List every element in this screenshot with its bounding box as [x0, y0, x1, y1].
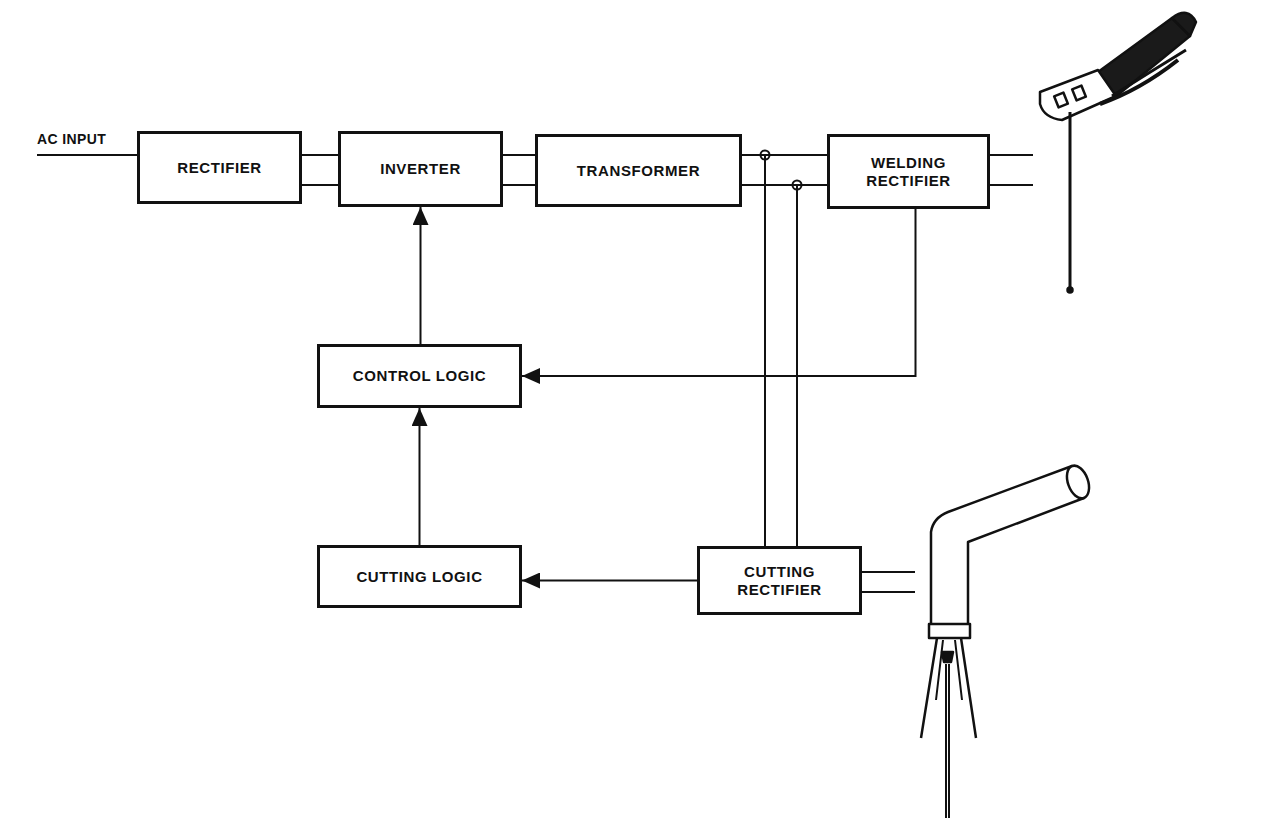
connector	[503, 155, 535, 185]
plasma-torch	[921, 463, 1093, 818]
connector	[742, 155, 797, 546]
output-line	[990, 154, 1033, 156]
box-label: CUTTING RECTIFIER	[725, 563, 835, 598]
connector	[522, 580, 697, 582]
connector	[522, 209, 916, 376]
process-box: RECTIFIER	[137, 131, 302, 204]
process-box: CUTTING RECTIFIER	[697, 546, 862, 615]
process-box: WELDING RECTIFIER	[827, 134, 990, 209]
process-box: CUTTING LOGIC	[317, 545, 522, 608]
box-label: CONTROL LOGIC	[353, 367, 486, 384]
electrode-holder	[1040, 13, 1196, 293]
output-line	[990, 184, 1033, 186]
box-label: RECTIFIER	[177, 159, 262, 176]
box-label: TRANSFORMER	[577, 162, 700, 179]
input-line	[37, 154, 137, 156]
box-label: CUTTING LOGIC	[356, 568, 482, 585]
box-label: WELDING RECTIFIER	[849, 154, 969, 189]
input-label: AC INPUT	[37, 131, 106, 147]
process-box: INVERTER	[338, 131, 503, 207]
connector	[420, 207, 422, 344]
process-box: CONTROL LOGIC	[317, 344, 522, 408]
connector	[742, 155, 827, 185]
connector	[302, 155, 338, 185]
connector	[419, 408, 421, 545]
box-label: INVERTER	[380, 160, 461, 177]
process-box: TRANSFORMER	[535, 134, 742, 207]
output-line	[862, 571, 915, 573]
output-line	[862, 591, 915, 593]
